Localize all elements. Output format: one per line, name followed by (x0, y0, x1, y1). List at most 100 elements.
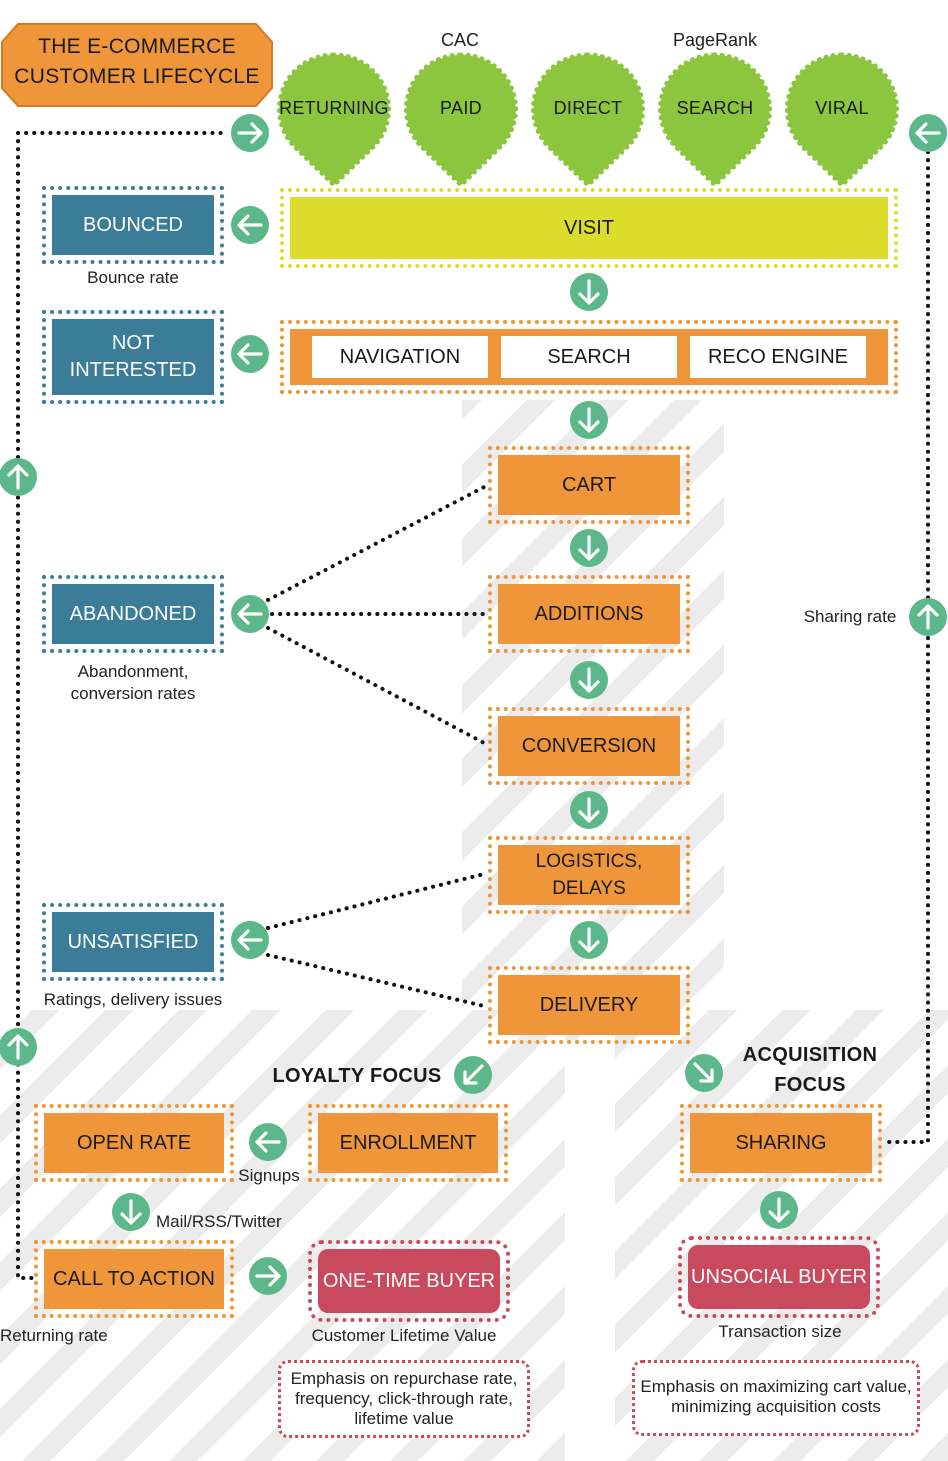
call-to-action-frame (34, 1240, 234, 1318)
arrow-down-icon (110, 1191, 152, 1233)
cart-label: CART (561, 473, 617, 496)
bounced-box: BOUNCED (52, 195, 214, 255)
arrow-down-icon (568, 919, 610, 961)
visit-box: VISIT (290, 197, 888, 259)
acquisition-focus-title: ACQUISITION FOCUS (722, 1040, 898, 1100)
nav-frame (280, 320, 898, 394)
arrow-up-icon (907, 596, 948, 638)
logistics-label: LOGISTICS, DELAYS (535, 851, 643, 899)
arrow-down-right-icon (683, 1052, 725, 1094)
not-interested-frame (42, 310, 224, 404)
pin-paid (406, 55, 515, 185)
nav-navigation-label: NAVIGATION (339, 345, 461, 368)
loyalty-focus-title: LOYALTY FOCUS (272, 1065, 442, 1087)
arrow-down-icon (568, 527, 610, 569)
delivery-box: DELIVERY (498, 975, 680, 1035)
not-interested-line-1: NOT (111, 332, 155, 354)
arrow-left-icon (229, 593, 271, 635)
logistics-unsatisfied-line (266, 871, 490, 930)
title-line-1: THE E-COMMERCE (38, 35, 236, 58)
bounce-rate-caption: Bounce rate (87, 268, 179, 287)
bounced-label: BOUNCED (82, 213, 183, 236)
sharing-label: SHARING (735, 1131, 827, 1154)
pin-direct (533, 55, 642, 185)
arrow-down-icon (568, 271, 610, 313)
arrow-down-left-icon (452, 1054, 494, 1096)
source-returning: RETURNING (279, 98, 389, 118)
clv-caption: Customer Lifetime Value (311, 1326, 497, 1345)
sharing-loop-line (880, 150, 930, 1144)
arrow-left-icon (229, 204, 271, 246)
loyalty-emphasis-line-1: Emphasis on repurchase rate, (290, 1369, 518, 1388)
signups-caption: Signups (238, 1166, 300, 1185)
one-time-buyer-box: ONE-TIME BUYER (318, 1249, 500, 1313)
acquisition-emphasis-line-1: Emphasis on maximizing cart value, (640, 1377, 912, 1396)
pin-returning (279, 55, 388, 185)
abandonment-caption-line-2: conversion rates (70, 684, 196, 703)
visit-frame (280, 188, 898, 268)
call-to-action-label: CALL TO ACTION (53, 1267, 215, 1290)
additions-frame (488, 575, 690, 653)
unsocial-buyer-box: UNSOCIAL BUYER (688, 1245, 870, 1309)
open-rate-box: OPEN RATE (44, 1113, 224, 1173)
pagerank-annotation: PageRank (672, 30, 758, 50)
bounced-frame (42, 186, 224, 264)
arrow-left-icon (907, 112, 948, 154)
logistics-box: LOGISTICS, DELAYS (498, 845, 680, 905)
visit-label: VISIT (563, 216, 614, 239)
arrow-right-icon (229, 112, 271, 154)
arrow-down-icon (568, 399, 610, 441)
enrollment-box: ENROLLMENT (318, 1113, 498, 1173)
delivery-unsatisfied-line (266, 953, 490, 1009)
acquisition-title-line-1: ACQUISITION (742, 1044, 878, 1066)
arrow-down-icon (568, 659, 610, 701)
arrow-left-icon (229, 919, 271, 961)
pin-viral (787, 55, 896, 185)
one-time-buyer-frame (308, 1240, 510, 1322)
abandoned-box: ABANDONED (52, 584, 214, 644)
page-title: THE E-COMMERCE CUSTOMER LIFECYCLE (0, 32, 274, 92)
acquisition-emphasis-line-2: minimizing acquisition costs (671, 1397, 881, 1416)
arrow-left-icon (247, 1121, 289, 1163)
open-rate-frame (34, 1104, 234, 1182)
unsatisfied-caption: Ratings, delivery issues (43, 990, 223, 1009)
returning-loop-line (16, 131, 230, 1280)
sharing-rate-caption: Sharing rate (803, 607, 897, 626)
call-to-action-box: CALL TO ACTION (44, 1249, 224, 1309)
source-pins (0, 0, 948, 200)
not-interested-box: NOT INTERESTED (52, 319, 214, 395)
open-rate-label: OPEN RATE (76, 1131, 192, 1154)
transaction-size-caption: Transaction size (718, 1322, 842, 1341)
cart-box: CART (498, 455, 680, 515)
conversion-box: CONVERSION (498, 716, 680, 776)
abandoned-label: ABANDONED (69, 602, 197, 625)
nav-search: SEARCH (501, 336, 677, 378)
unsocial-buyer-label: UNSOCIAL BUYER (691, 1265, 867, 1288)
nav-reco-engine-label: RECO ENGINE (707, 345, 849, 368)
sharing-frame (680, 1104, 882, 1182)
acquisition-emphasis-box: Emphasis on maximizing cart value, minim… (632, 1360, 920, 1436)
source-search: SEARCH (676, 98, 754, 118)
cart-frame (488, 446, 690, 524)
source-viral: VIRAL (815, 98, 869, 118)
delivery-label: DELIVERY (539, 993, 639, 1016)
abandonment-caption-line-1: Abandonment, (77, 662, 189, 681)
one-time-buyer-label: ONE-TIME BUYER (322, 1269, 496, 1292)
abandoned-frame (42, 575, 224, 653)
loyalty-emphasis-line-2: frequency, click-through rate, (295, 1389, 513, 1408)
delivery-frame (488, 966, 690, 1044)
enrollment-frame (308, 1104, 508, 1182)
enrollment-label: ENROLLMENT (339, 1131, 477, 1154)
nav-navigation: NAVIGATION (312, 336, 488, 378)
conversion-label: CONVERSION (521, 734, 657, 757)
logistics-frame (488, 836, 690, 914)
arrow-right-icon (247, 1255, 289, 1297)
unsatisfied-label: UNSATISFIED (67, 930, 199, 953)
title-banner-shape (1, 23, 273, 107)
arrow-down-icon (568, 789, 610, 831)
unsatisfied-box: UNSATISFIED (52, 912, 214, 972)
additions-box: ADDITIONS (498, 584, 680, 644)
sharing-box: SHARING (690, 1113, 872, 1173)
